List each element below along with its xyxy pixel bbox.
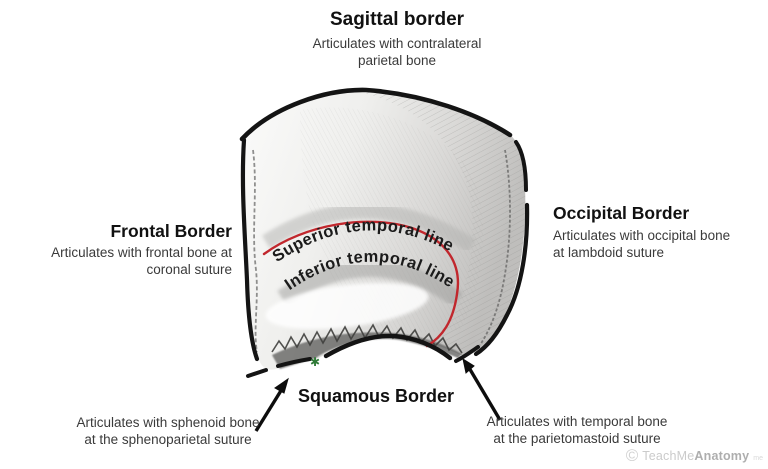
squamous-border-label: Squamous Border <box>246 385 506 407</box>
sphenoid-arrow <box>254 388 284 432</box>
watermark-brand-light: TeachMe <box>642 448 695 463</box>
occipital-border-stroke <box>473 202 530 357</box>
squamous-border-stroke-mid-left <box>276 357 312 368</box>
copyright-icon: © <box>625 446 639 465</box>
occipital-border-title: Occipital Border <box>553 203 690 223</box>
bone-shading-right <box>360 92 526 353</box>
occipital-border-desc-line1: Articulates with occipital bone <box>553 228 731 243</box>
sagittal-border-desc-line1: Articulates with contralateral <box>312 36 482 51</box>
occipital-border-desc-line2: at lambdoid suture <box>553 245 665 260</box>
temporal-note-line1: Articulates with temporal bone <box>486 414 668 429</box>
squamous-border-stroke-right <box>454 345 480 363</box>
asterisk-icon: ✱ <box>310 355 320 369</box>
frontal-border-desc-line1: Articulates with frontal bone at <box>51 245 232 260</box>
sagittal-border-title: Sagittal border <box>329 9 465 30</box>
temporal-note-line2: at the parietomastoid suture <box>493 431 661 446</box>
frontal-border-stroke <box>240 137 260 362</box>
temporal-note: Articulates with temporal bone at the pa… <box>444 413 710 447</box>
watermark: © TeachMeAnatomy me <box>626 447 763 464</box>
bone-outline-strokes <box>239 87 530 378</box>
frontal-edge-texture <box>252 149 258 353</box>
watermark-brand: TeachMeAnatomy <box>642 449 749 463</box>
frontal-border-desc-line2: coronal suture <box>146 262 232 277</box>
inferior-ridge-shading <box>277 260 464 307</box>
sphenoid-arrowhead-icon <box>274 377 289 394</box>
squamous-border-stroke-left <box>246 368 268 378</box>
sagittal-border-desc-line2: parietal bone <box>357 53 437 68</box>
squamous-border-stroke-mid <box>323 333 453 361</box>
sphenoid-note-line1: Articulates with sphenoid bone <box>76 415 260 430</box>
frontal-border-label: Frontal Border Articulates with frontal … <box>8 220 232 278</box>
frontal-border-title: Frontal Border <box>110 221 232 241</box>
sphenoid-note-line2: at the sphenoparietal suture <box>84 432 252 447</box>
sagittal-border-stroke <box>239 87 513 142</box>
temporal-arrowhead-icon <box>462 357 475 374</box>
temporal-line-curve <box>262 220 460 348</box>
temporal-arrow <box>466 365 502 421</box>
sphenoid-note: Articulates with sphenoid bone at the sp… <box>36 414 300 448</box>
occipital-border-label: Occipital Border Articulates with occipi… <box>553 202 765 261</box>
occipital-border-stroke-top <box>514 140 528 192</box>
pointer-arrows <box>254 357 502 432</box>
watermark-brand-bold: Anatomy <box>694 448 750 463</box>
central-highlight <box>265 282 429 330</box>
watermark-suffix: me <box>753 455 763 462</box>
superior-ridge-shading <box>261 203 477 253</box>
sagittal-border-label: Sagittal border Articulates with contral… <box>247 8 547 69</box>
squamous-border-title: Squamous Border <box>297 386 455 406</box>
